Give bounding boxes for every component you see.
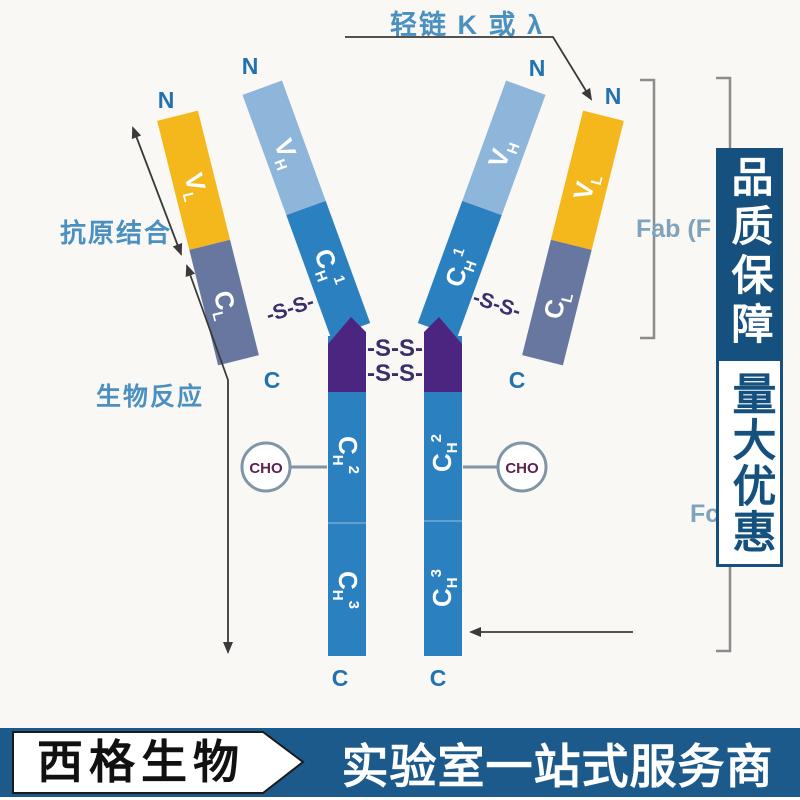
cl-right-label: CL	[537, 288, 577, 323]
n-terminus-label: N	[158, 87, 175, 113]
vl-right-segment	[550, 110, 624, 250]
ch3-left-label: CH3	[329, 571, 363, 609]
ch2-left-label: CH2	[329, 436, 363, 474]
hinge-left	[328, 317, 366, 392]
c-terminus-label: C	[509, 367, 526, 393]
bulk-discount-banner: 量大优惠	[716, 358, 783, 567]
cho-left-label: CHO	[249, 460, 283, 477]
right-heavy-arm: VH CH1	[417, 80, 546, 338]
n-terminus-label: N	[605, 83, 622, 109]
n-terminus-label: N	[242, 53, 259, 79]
ch3-right-label: CH3	[427, 569, 461, 607]
footer-bar: 西格生物 实验室一站式服务商	[0, 728, 800, 797]
fc-label: Fc	[690, 500, 719, 528]
cho-right-circle	[496, 441, 548, 493]
quality-banner: 品质保障	[716, 148, 783, 358]
quality-banner-text: 品质保障	[726, 155, 773, 351]
bio-response-span-arrow	[185, 264, 233, 654]
left-heavy-arm: VH CH1	[242, 80, 371, 338]
cho-right-label: CHO	[505, 460, 539, 477]
cl-right-segment	[522, 239, 592, 366]
diagram-background	[0, 0, 800, 728]
hinge-right	[424, 317, 462, 392]
light-chain-note: 轻链 K 或 λ	[390, 9, 544, 40]
ch1-right-segment	[417, 200, 502, 338]
c-terminus-label: C	[332, 665, 349, 691]
light-chain-pointer-line	[345, 36, 593, 101]
brand-pennant: 西格生物	[12, 731, 305, 794]
fab-bracket	[640, 78, 656, 340]
ss-bond-center-2: -S-S-	[367, 360, 423, 387]
c-terminus-label: C	[264, 367, 281, 393]
vh-right-segment	[462, 80, 546, 216]
ch1-left-segment	[286, 200, 371, 338]
footer-slogan-text: 实验室一站式服务商	[341, 740, 774, 793]
brand-pennant-shape	[12, 731, 305, 794]
c-terminus-label: C	[430, 665, 447, 691]
cho-left-circle	[240, 441, 292, 493]
antibody-diagram: 轻链 K 或 λ VL CL N C VH CH1 N VH CH1 N VL …	[0, 0, 800, 728]
antigen-binding-span-arrow	[131, 126, 183, 256]
footer-slogan: 实验室一站式服务商	[315, 728, 800, 797]
ch2-right-label: CH2	[427, 434, 461, 472]
right-light-chain: VL CL	[522, 110, 624, 366]
n-terminus-label: N	[529, 55, 546, 81]
vh-left-segment	[242, 80, 326, 216]
bulk-discount-banner-text: 量大优惠	[725, 370, 775, 555]
ss-bond-center-1: -S-S-	[367, 335, 423, 362]
fab-label: Fab (F	[636, 215, 711, 243]
bio-response-label: 生物反应	[96, 382, 204, 411]
antigen-binding-label: 抗原结合	[60, 218, 172, 248]
vl-right-label: VL	[567, 170, 606, 204]
brand-name: 西格生物	[37, 736, 245, 788]
